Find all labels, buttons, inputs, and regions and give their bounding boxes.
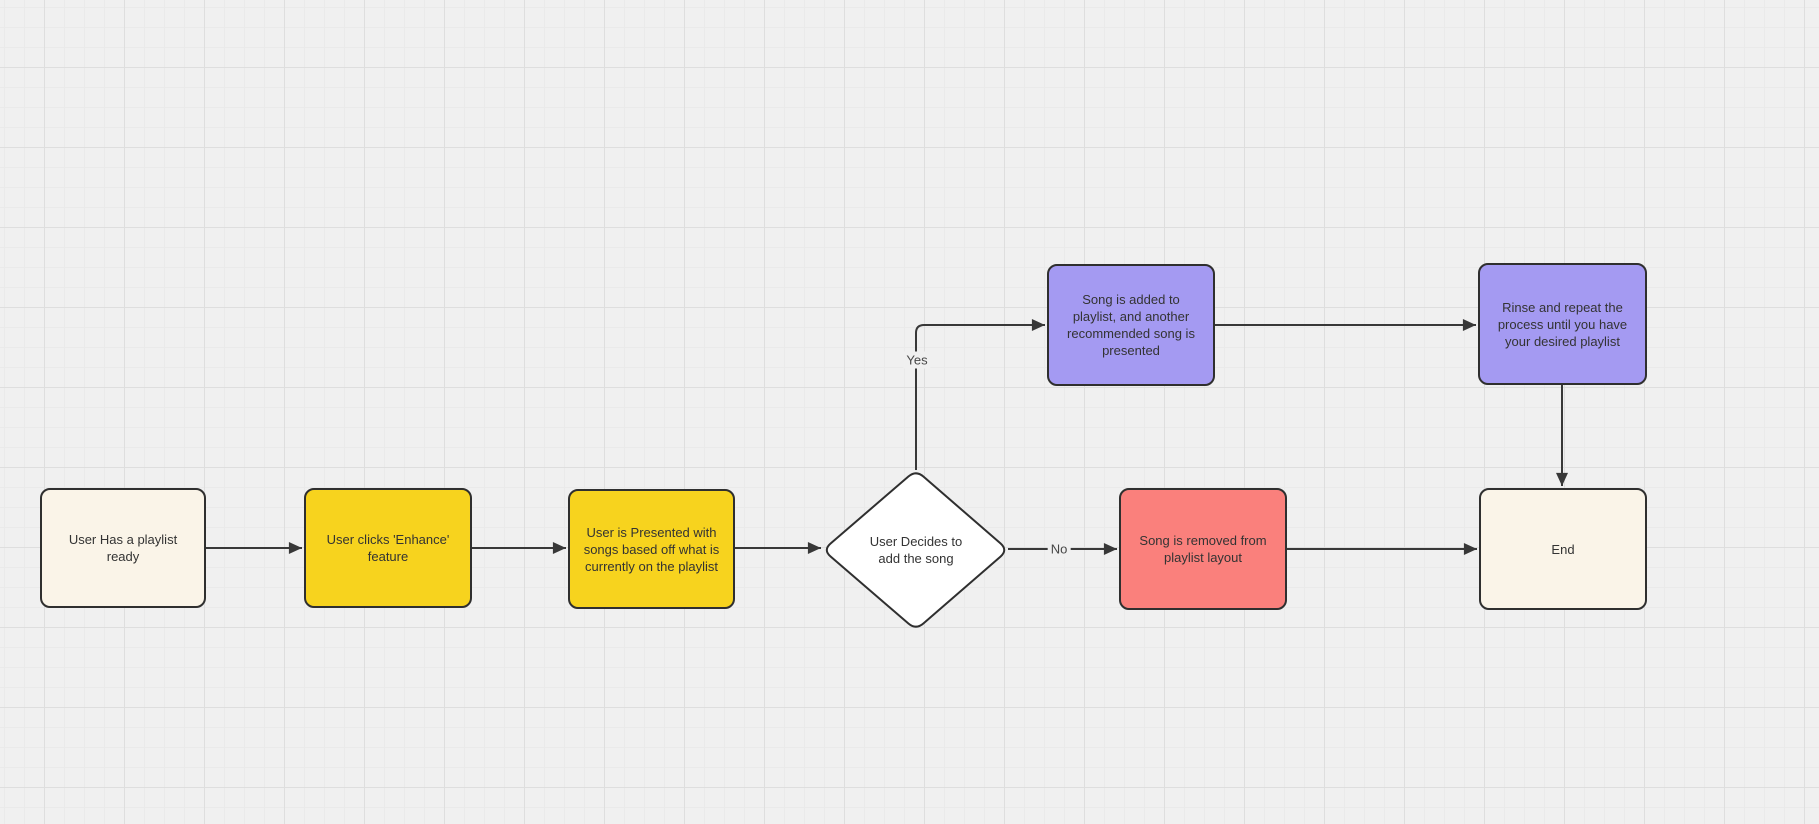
node-added[interactable]: Song is added to playlist, and another r… <box>1047 264 1215 386</box>
node-presented-label: User is Presented with songs based off w… <box>583 524 720 574</box>
node-decision-shape[interactable] <box>825 472 1006 628</box>
node-presented[interactable]: User is Presented with songs based off w… <box>568 489 735 609</box>
node-enhance[interactable]: User clicks 'Enhance' feature <box>304 488 472 608</box>
edge-label-yes[interactable]: Yes <box>903 351 931 369</box>
node-enhance-label: User clicks 'Enhance' feature <box>326 532 450 564</box>
node-removed-label: Song is removed from playlist layout <box>1139 533 1267 565</box>
node-rinse[interactable]: Rinse and repeat the process until you h… <box>1478 263 1647 385</box>
node-start[interactable]: User Has a playlist ready <box>40 488 206 608</box>
node-decision-label: User Decides to add the song <box>869 534 963 566</box>
node-rinse-label: Rinse and repeat the process until you h… <box>1497 299 1628 349</box>
edge-decision-to-added[interactable] <box>915 319 1045 470</box>
node-start-label: User Has a playlist ready <box>68 532 178 564</box>
node-removed[interactable]: Song is removed from playlist layout <box>1119 488 1287 610</box>
node-end-label: End <box>1551 541 1575 557</box>
node-end[interactable]: End <box>1479 488 1647 610</box>
node-added-label: Song is added to playlist, and another r… <box>1067 292 1195 358</box>
edge-label-no[interactable]: No <box>1047 540 1071 558</box>
